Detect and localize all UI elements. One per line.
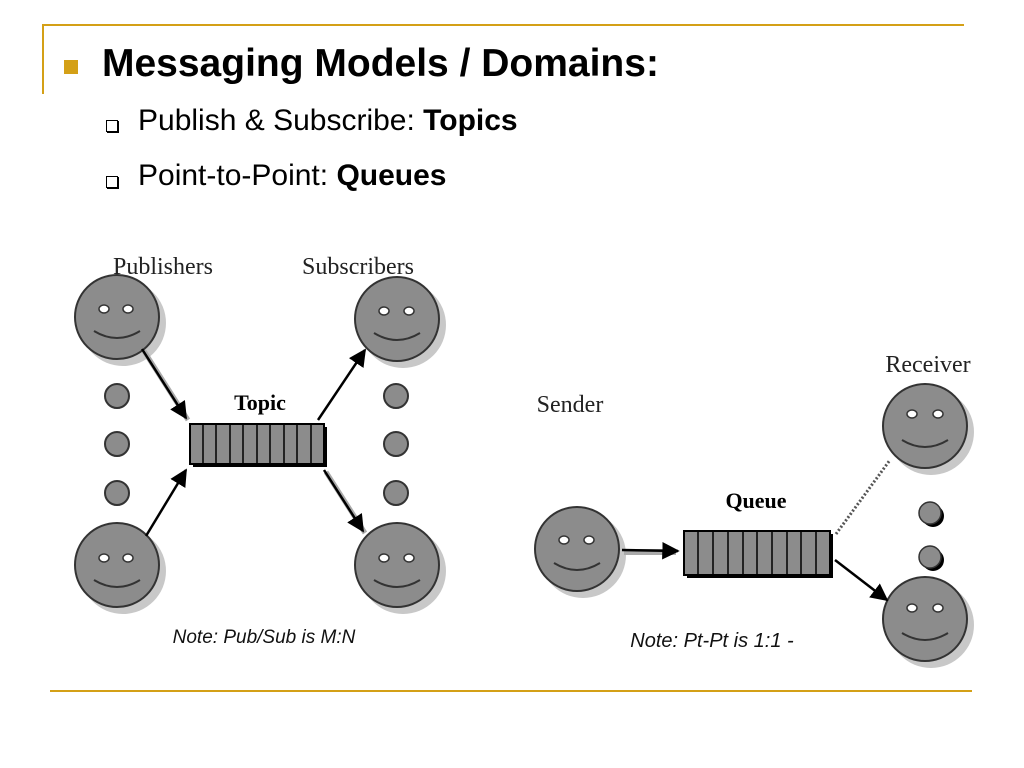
smiley-face-icon: [354, 276, 446, 368]
topic-to-subscriber-arrow: [316, 348, 367, 421]
queue-label: Queue: [725, 488, 786, 513]
queue-to-receiver-arrow: [834, 559, 889, 602]
subscribers-label: Subscribers: [302, 254, 414, 280]
square-bullet-icon: [64, 60, 78, 74]
smiley-face-icon: [74, 522, 166, 614]
pubsub-note: Note: Pub/Sub is M:N: [173, 627, 356, 648]
bullet-bold: Topics: [423, 104, 518, 137]
hollow-square-bullet-icon: [106, 120, 118, 132]
smiley-face-icon: [882, 383, 974, 475]
topic-buffer: [189, 423, 327, 467]
smiley-face-icon: [534, 506, 626, 598]
ellipsis-dot-icon: [104, 431, 130, 457]
publishers-label: Publishers: [113, 254, 213, 280]
ellipsis-dot-icon: [104, 480, 130, 506]
queue-to-receiver-dotted-line: [834, 459, 892, 535]
ellipsis-dot-icon: [104, 383, 130, 409]
smiley-face-icon: [74, 274, 166, 366]
sender-label: Sender: [537, 392, 604, 418]
ptp-note: Note: Pt-Pt is 1:1 -: [630, 630, 794, 652]
receiver-label: Receiver: [885, 352, 970, 378]
smiley-face-icon: [882, 576, 974, 668]
bullet-bold: Queues: [336, 159, 447, 192]
bullet-prefix: Publish & Subscribe:: [138, 104, 424, 137]
smiley-face-icon: [354, 522, 446, 614]
ellipsis-dot-icon: [383, 431, 409, 457]
topic-to-subscriber-arrow: [322, 469, 365, 533]
ellipsis-dot-icon: [918, 545, 944, 571]
bullet-point-to-point: Point-to-Point: Queues: [138, 159, 446, 193]
sender-to-queue-arrow: [621, 541, 680, 560]
slide-title: Messaging Models / Domains:: [102, 42, 659, 85]
top-rule: [42, 24, 964, 26]
publisher-to-topic-arrow: [140, 348, 188, 420]
ellipsis-dot-icon: [918, 501, 944, 527]
ellipsis-dot-icon: [383, 480, 409, 506]
publisher-to-topic-arrow: [144, 468, 188, 537]
queue-buffer: [683, 530, 833, 578]
left-rule: [42, 24, 44, 94]
bullet-publish-subscribe: Publish & Subscribe: Topics: [138, 104, 518, 138]
ellipsis-dot-icon: [383, 383, 409, 409]
topic-label: Topic: [234, 390, 286, 415]
bottom-rule: [50, 690, 972, 692]
bullet-prefix: Point-to-Point:: [138, 159, 337, 192]
hollow-square-bullet-icon: [106, 176, 118, 188]
